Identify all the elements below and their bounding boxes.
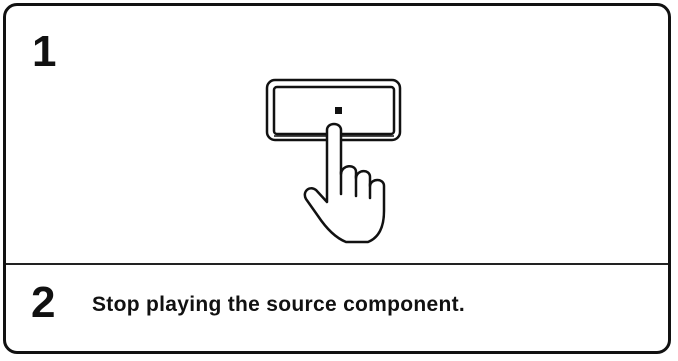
instruction-panel: 1 2 Stop playing the source component.	[3, 3, 671, 354]
pointing-hand-icon	[305, 124, 384, 242]
step-2-number: 2	[31, 281, 55, 325]
step-2-instruction: Stop playing the source component.	[92, 293, 465, 317]
step-divider	[6, 263, 668, 265]
stop-button-illustration	[6, 6, 674, 263]
